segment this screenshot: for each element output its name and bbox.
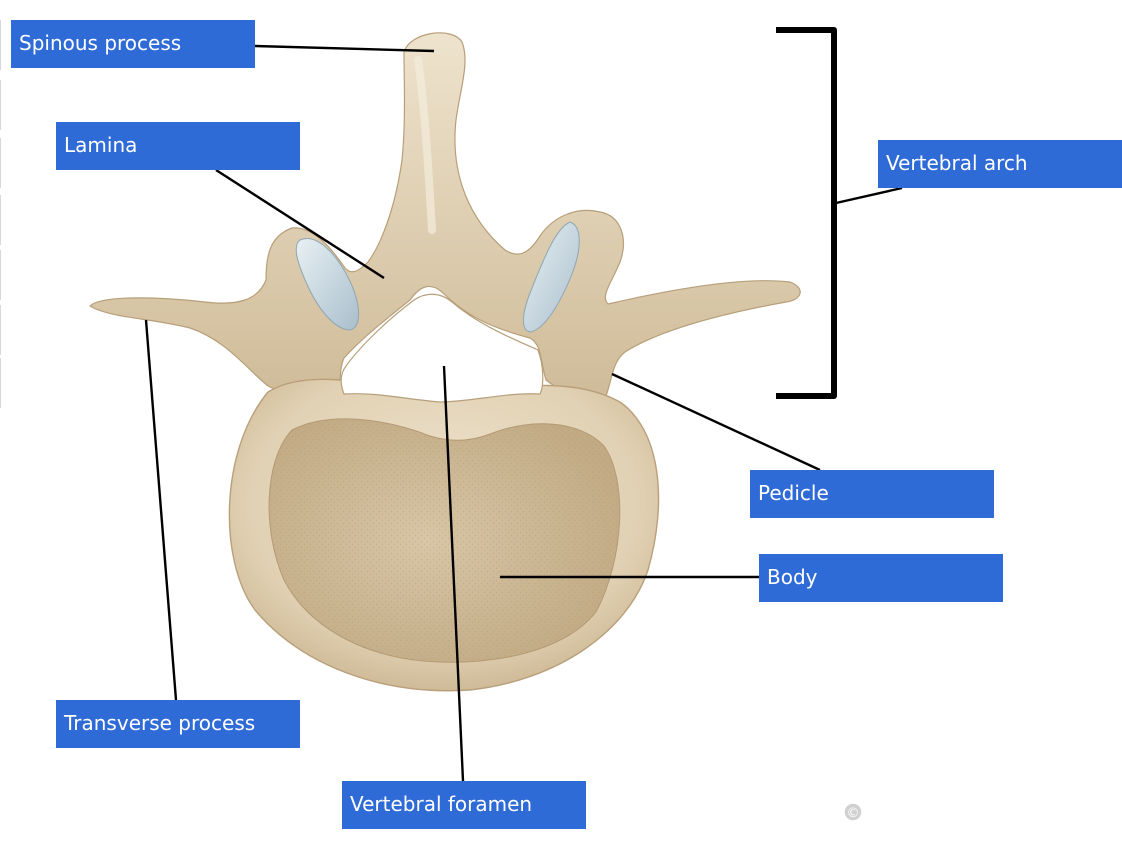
right-articular-facet [523, 221, 580, 333]
label-vertebral-arch[interactable]: Vertebral arch [878, 140, 1122, 188]
vertebral-arch-bracket [776, 27, 837, 399]
left-articular-facet [295, 238, 359, 331]
vertebral-arch-leader [835, 186, 903, 205]
copyright-mark: © [847, 806, 860, 821]
label-vertebral-foramen[interactable]: Vertebral foramen [342, 781, 586, 829]
left-edge-marker [0, 250, 1, 300]
transverse-process-leader [144, 319, 178, 701]
left-edge-marker [0, 195, 1, 245]
label-pedicle[interactable]: Pedicle [750, 470, 994, 518]
left-edge-marker [0, 20, 1, 70]
copyright-icon [843, 802, 863, 822]
pedicle-leader [611, 372, 821, 472]
label-lamina[interactable]: Lamina [56, 122, 300, 170]
lamina-leader [215, 168, 385, 280]
vertebral-foramen-leader [442, 365, 465, 782]
left-edge-marker [0, 358, 1, 408]
label-spinous-process[interactable]: Spinous process [11, 20, 255, 68]
spinous-process-leader [254, 44, 435, 53]
label-body[interactable]: Body [759, 554, 1003, 602]
left-edge-marker [0, 305, 1, 355]
left-edge-marker [0, 138, 1, 188]
vertebral-foramen-opening [340, 293, 544, 403]
vertebral-arch-shape [89, 32, 801, 402]
label-transverse-process[interactable]: Transverse process [56, 700, 300, 748]
left-edge-marker [0, 80, 1, 130]
